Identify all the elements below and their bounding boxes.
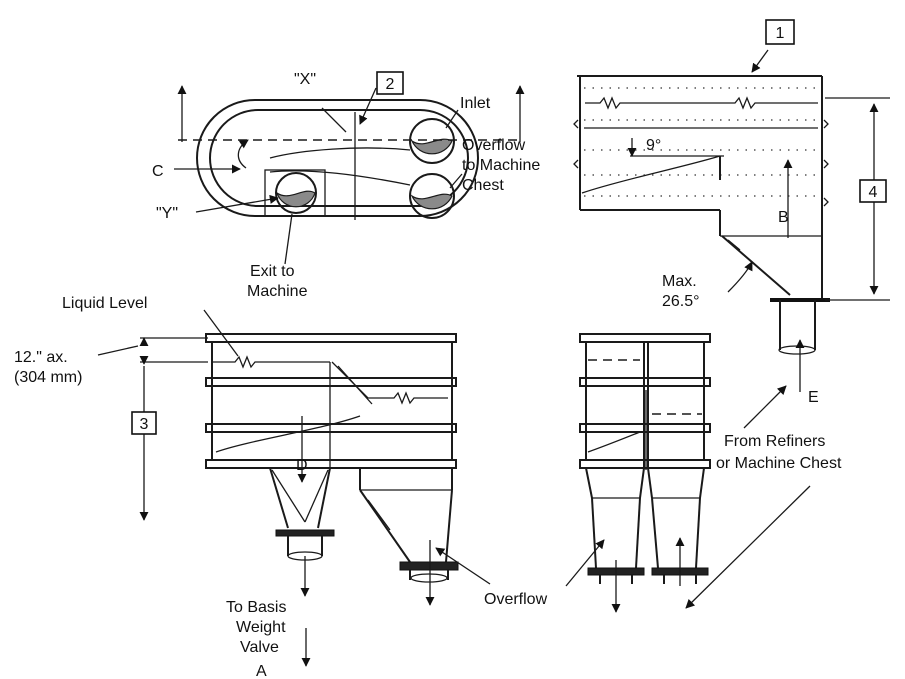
label-max-2: 26.5° <box>662 293 700 310</box>
end-elevation <box>565 333 811 613</box>
label-c: C <box>152 163 164 180</box>
label-basis-2: Weight <box>236 619 286 636</box>
label-exit-2: Machine <box>247 283 308 300</box>
side-elevation <box>573 49 890 392</box>
label-b: B <box>778 209 789 226</box>
label-dim-1: 12." ax. <box>14 349 68 366</box>
callout-4: 4 <box>859 179 887 203</box>
label-from-2: or Machine Chest <box>716 455 842 472</box>
callout-1: 1 <box>765 19 795 45</box>
label-y: "Y" <box>156 205 178 222</box>
svg-text:3: 3 <box>140 416 149 433</box>
label-dim-2: (304 mm) <box>14 369 82 386</box>
label-overflow-mc-2: to Machine <box>462 157 540 174</box>
label-max-1: Max. <box>662 273 697 290</box>
callout-2: 2 <box>376 71 404 95</box>
label-basis-4: A <box>256 663 267 679</box>
label-x: "X" <box>294 71 316 88</box>
label-from-1: From Refiners <box>724 433 825 450</box>
label-liquid-level: Liquid Level <box>62 295 147 312</box>
front-elevation <box>97 309 491 667</box>
label-overflow: Overflow <box>484 591 548 608</box>
label-basis-3: Valve <box>240 639 279 656</box>
label-inlet: Inlet <box>460 95 491 112</box>
svg-text:4: 4 <box>869 184 878 201</box>
svg-text:1: 1 <box>776 25 785 42</box>
label-overflow-mc-3: Chest <box>462 177 504 194</box>
label-overflow-mc-1: Overflow <box>462 137 526 154</box>
label-basis-1: To Basis <box>226 599 286 616</box>
svg-text:2: 2 <box>386 76 395 93</box>
label-exit-1: Exit to <box>250 263 295 280</box>
callout-3: 3 <box>131 411 157 435</box>
label-e: E <box>808 389 819 406</box>
label-d: D <box>296 457 308 474</box>
plan-view <box>174 85 525 265</box>
label-angle-9: 9° <box>646 137 661 154</box>
